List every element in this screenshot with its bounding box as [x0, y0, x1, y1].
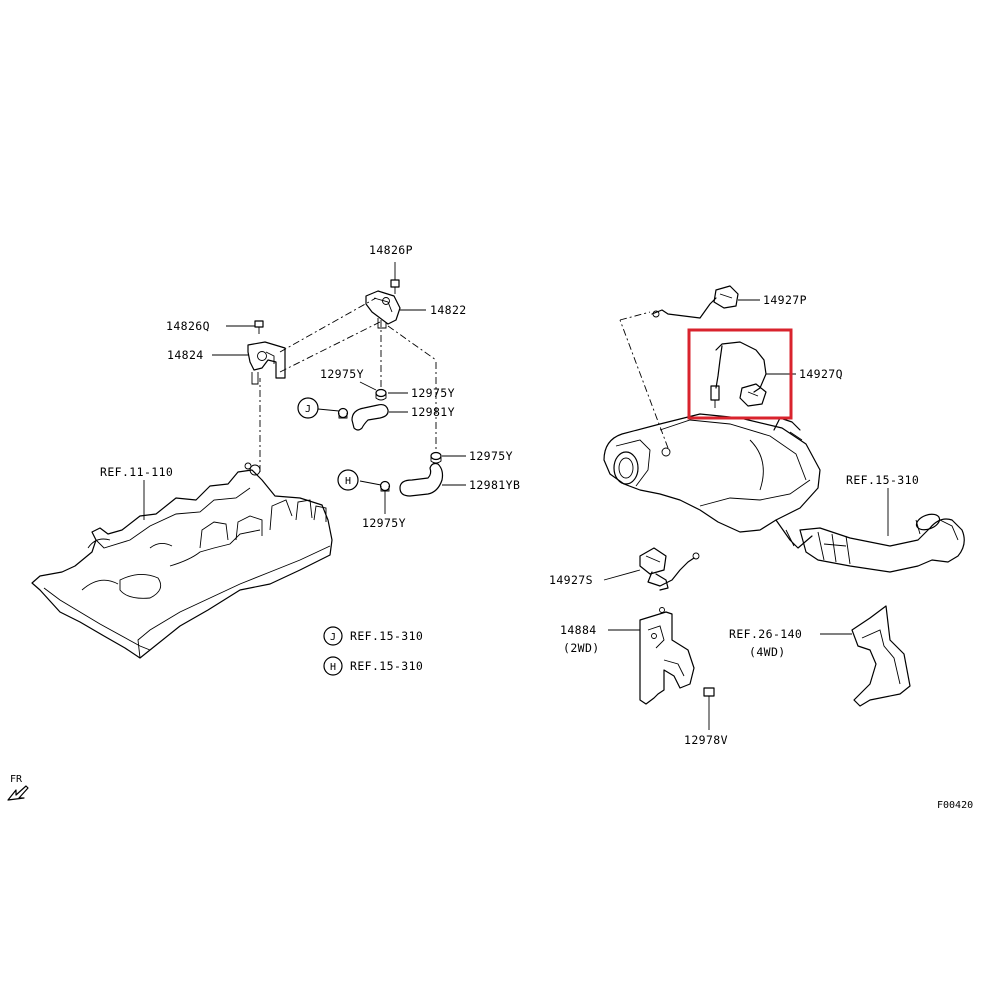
label-12981yb: 12981YB: [469, 478, 520, 492]
legend-j-ref: REF.15-310: [350, 629, 423, 643]
label-14826p: 14826P: [369, 243, 413, 257]
sensor-14927p: [651, 285, 760, 319]
figure-id: F00420: [937, 800, 973, 811]
legend-h-ref: REF.15-310: [350, 659, 423, 673]
bracket-14822: [365, 290, 426, 329]
bolt-14826p: [390, 262, 400, 294]
callout-j: J: [297, 397, 319, 419]
label-12981y: 12981Y: [411, 405, 455, 419]
label-12978v: 12978V: [684, 733, 728, 747]
callout-h-letter: H: [345, 476, 351, 487]
label-ref-11-110: REF.11-110: [100, 465, 173, 479]
label-ref-15-310: REF.15-310: [846, 473, 919, 487]
sensor-14927q: [710, 341, 796, 408]
bolt-12978v: [703, 687, 715, 730]
sensor-14927s: [603, 547, 700, 591]
label-14884-note: (2WD): [563, 641, 600, 655]
bracket-14824: [247, 341, 286, 385]
callout-j-letter: J: [305, 404, 311, 415]
label-14927p: 14927P: [763, 293, 807, 307]
svg-text:J: J: [330, 632, 336, 643]
legend-h: H REF.15-310: [323, 656, 423, 676]
bolt-14826q: [226, 320, 264, 334]
label-14927s: 14927S: [549, 573, 593, 587]
engine-leader-lines: [259, 297, 437, 472]
bracket-14884: [608, 607, 695, 705]
exhaust-catalytic-converter: [603, 311, 821, 549]
label-14927q: 14927Q: [799, 367, 843, 381]
label-12975y-c: 12975Y: [469, 449, 513, 463]
hose-12981y: [351, 403, 408, 431]
clip-12975y-a: [375, 388, 408, 401]
clip-12975y-c: [430, 451, 466, 464]
label-12975y-d: 12975Y: [362, 516, 406, 530]
svg-text:H: H: [330, 662, 336, 673]
label-14822: 14822: [430, 303, 467, 317]
label-14824: 14824: [167, 348, 204, 362]
label-14826q: 14826Q: [166, 319, 210, 333]
direction-label: FR: [10, 774, 23, 785]
label-ref-26-140: REF.26-140: [729, 627, 802, 641]
front-direction-indicator: FR: [7, 774, 29, 801]
label-12975y-a: 12975Y: [320, 367, 364, 381]
clip-12975y-j: [317, 407, 349, 419]
direction-arrow-icon: [7, 785, 29, 801]
legend-j: J REF.15-310: [323, 626, 423, 646]
hose-12981yb: [399, 462, 466, 497]
exhaust-pipe: [799, 513, 965, 573]
label-ref-26-140-note: (4WD): [749, 645, 786, 659]
label-14884: 14884: [560, 623, 597, 637]
heat-shield-ref-26-140: [820, 605, 911, 707]
engine-cylinder-head: [31, 462, 333, 659]
clip-12975y-h: [359, 480, 391, 514]
label-12975y-b: 12975Y: [411, 386, 455, 400]
highlight-box: [687, 328, 793, 420]
callout-h: H: [337, 469, 359, 491]
